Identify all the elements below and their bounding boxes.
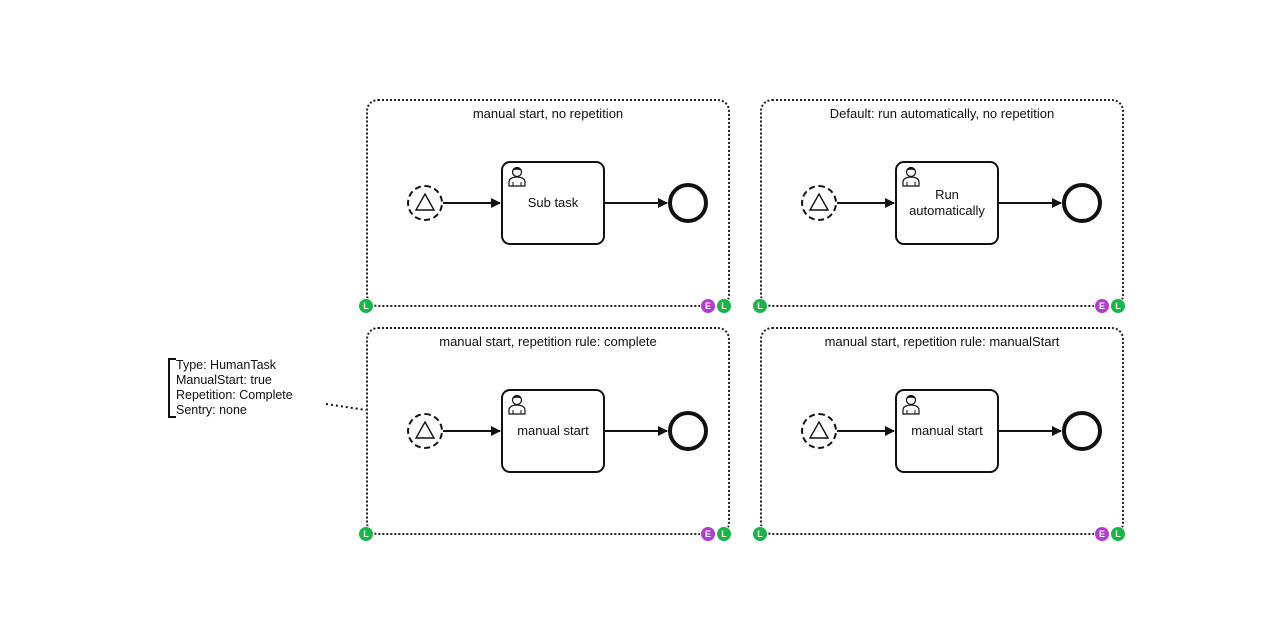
start-event[interactable] — [407, 413, 443, 449]
stage-title: manual start, no repetition — [472, 106, 624, 121]
annotation-line-type: Type: HumanTask — [176, 358, 277, 372]
exit-criterion-marker[interactable]: E — [1094, 526, 1110, 542]
end-event[interactable] — [668, 411, 708, 451]
user-icon — [507, 165, 527, 187]
human-task[interactable]: Run automatically — [895, 161, 999, 245]
start-event[interactable] — [801, 185, 837, 221]
exit-criterion-marker[interactable]: E — [1094, 298, 1110, 314]
stage-2[interactable]: Default: run automatically, no repetitio… — [760, 99, 1124, 307]
end-event[interactable] — [668, 183, 708, 223]
annotation-line-repetition: Repetition: Complete — [176, 388, 293, 402]
text-annotation[interactable]: Type: HumanTask ManualStart: true Repeti… — [168, 358, 293, 418]
stage-3[interactable]: manual start, repetition rule: complete — [366, 327, 730, 535]
task-label: Sub task — [527, 195, 579, 210]
lifecycle-marker[interactable]: L — [1110, 298, 1126, 314]
lifecycle-marker[interactable]: L — [1110, 526, 1126, 542]
annotation-line-sentry: Sentry: none — [176, 403, 247, 417]
stage-title: Default: run automatically, no repetitio… — [829, 106, 1055, 121]
exit-criterion-marker[interactable]: E — [700, 298, 716, 314]
annotation-line-manual-start: ManualStart: true — [176, 373, 272, 387]
human-task[interactable]: Sub task — [501, 161, 605, 245]
stage-title: manual start, repetition rule: complete — [439, 334, 657, 349]
entry-criterion-marker[interactable]: L — [358, 526, 374, 542]
entry-criterion-marker[interactable]: L — [752, 298, 768, 314]
task-label: manual start — [517, 423, 589, 438]
user-icon — [901, 393, 921, 415]
human-task[interactable]: manual start — [895, 389, 999, 473]
task-label: Run automatically — [909, 187, 985, 218]
annotation-association[interactable] — [325, 403, 367, 411]
human-task[interactable]: manual start — [501, 389, 605, 473]
end-event[interactable] — [1062, 411, 1102, 451]
entry-criterion-marker[interactable]: L — [752, 526, 768, 542]
stage-title: manual start, repetition rule: manualSta… — [824, 334, 1060, 349]
user-icon — [901, 165, 921, 187]
lifecycle-marker[interactable]: L — [716, 298, 732, 314]
task-label: manual start — [911, 423, 983, 438]
start-event[interactable] — [801, 413, 837, 449]
end-event[interactable] — [1062, 183, 1102, 223]
start-event[interactable] — [407, 185, 443, 221]
entry-criterion-marker[interactable]: L — [358, 298, 374, 314]
stage-4[interactable]: manual start, repetition rule: manualSta… — [760, 327, 1124, 535]
exit-criterion-marker[interactable]: E — [700, 526, 716, 542]
lifecycle-marker[interactable]: L — [716, 526, 732, 542]
user-icon — [507, 393, 527, 415]
stage-1[interactable]: manual start, no repetition — [366, 99, 730, 307]
